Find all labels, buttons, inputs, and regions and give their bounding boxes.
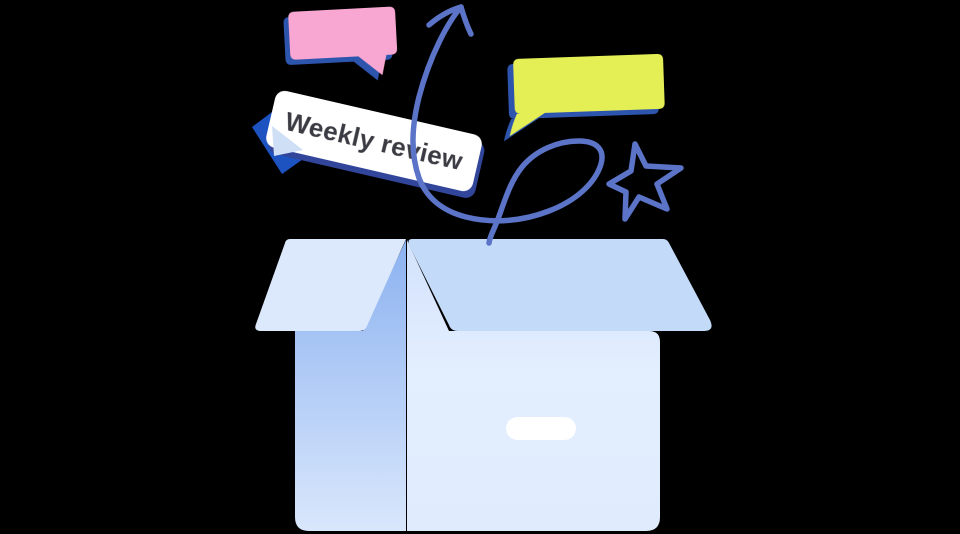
box-right-flap	[408, 239, 712, 331]
yellow-speech-bubble-shape	[509, 53, 665, 137]
box-left-panel	[295, 240, 406, 531]
box-left-flap	[255, 239, 406, 331]
pink-speech-bubble-shape	[288, 6, 398, 76]
box-handle-icon	[506, 417, 576, 440]
yellow-speech-bubble-icon	[509, 53, 665, 137]
weekly-review-tag-shape	[266, 90, 482, 192]
arrow-head	[426, 4, 474, 37]
box-front-panel	[407, 240, 660, 531]
ribbon-fold-icon	[272, 126, 303, 156]
weekly-review-tag: Weekly review	[266, 90, 482, 192]
star-doodle-icon	[606, 141, 684, 222]
open-box-icon	[255, 239, 712, 531]
pink-speech-bubble-icon	[288, 6, 398, 76]
arrow-loop-doodle-icon	[410, 4, 605, 246]
arrow-shaft-and-loop	[410, 4, 605, 246]
